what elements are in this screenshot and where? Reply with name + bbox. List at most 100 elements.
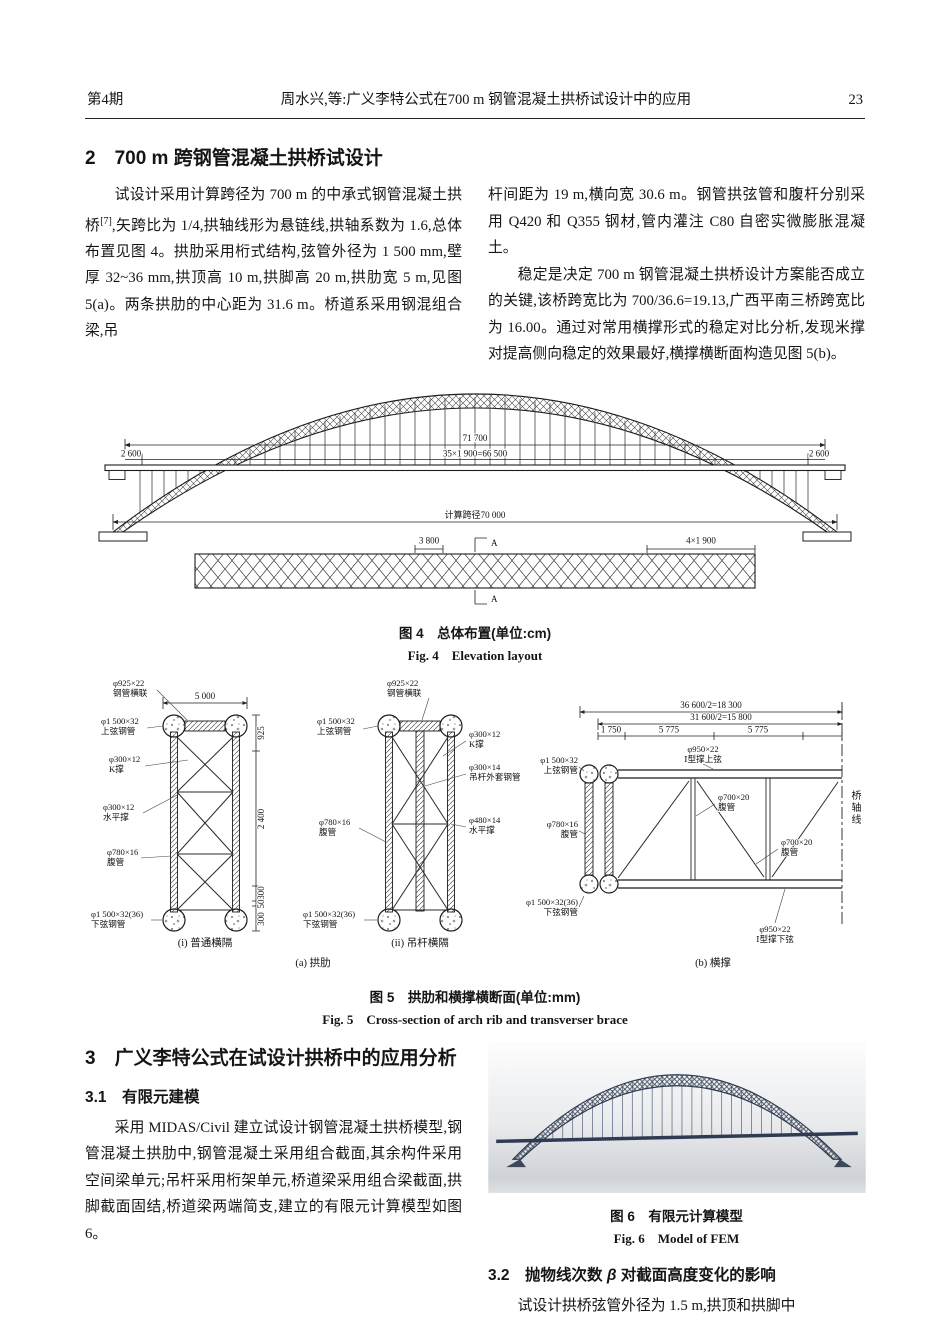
section-3-1-paragraph: 采用 MIDAS/Civil 建立试设计钢管混凝土拱桥模型,钢管混凝土拱肋中,钢… [85,1119,462,1242]
dim-deck-panels: 4×1 900 [686,535,716,545]
dim-2400: 2 400 [256,808,266,829]
figure-5-caption-zh: 图 5 拱肋和横撑横断面(单位:mm) [369,989,581,1005]
part-label: φ925×22 [387,678,418,688]
part-label: 腹管 [718,801,736,812]
subfig-ii-hanger-diaphragm: φ925×22 钢管横联 φ1 500×32 上弦钢管 φ780×16 腹管 φ… [295,677,522,969]
part-label: 腹管 [319,826,337,837]
figure-4-caption-zh: 图 4 总体布置(单位:cm) [398,625,552,641]
part-label: φ780×16 [547,819,579,829]
part-label: φ1 500×32(36) [526,897,578,907]
bridge-axis-label: 桥轴线 [849,789,860,826]
part-label: φ1 500×32 [540,755,578,765]
paragraph-1: 试设计采用计算跨径为 700 m 的中承式钢管混凝土拱桥[7],矢跨比为 1/4… [85,182,462,345]
part-label: 水平撑 [469,824,495,835]
part-label: 下弦钢管 [303,918,338,929]
left-column: 试设计采用计算跨径为 700 m 的中承式钢管混凝土拱桥[7],矢跨比为 1/4… [85,182,462,368]
dim-panel-spacing: 35×1 900=66 500 [443,448,508,458]
subfigure-label-b: (b) 横撑 [695,956,731,969]
paragraph-3: 稳定是决定 700 m 钢管混凝土拱桥设计方案能否成立的关键,该桥跨宽比为 70… [488,266,865,363]
reference-marker: [7] [100,215,112,227]
subfigure-label-ii: (ii) 吊杆横隔 [391,936,448,949]
subfigure-label-i: (i) 普通横隔 [178,936,233,949]
part-label: 腹管 [107,856,125,867]
dim-300b: 300 [256,911,266,925]
figure6-fem-model [488,1041,866,1193]
bridge-deck [98,463,852,541]
section-3-columns: 3 广义李特公式在试设计拱桥中的应用分析 3.1 有限元建模 采用 MIDAS/… [85,1041,866,1320]
part-label: 腹管 [781,846,799,857]
part-label: φ925×22 [113,678,144,688]
right-column-bottom: 图 6 有限元计算模型 Fig. 6 Model of FEM 3.2 抛物线次… [488,1041,866,1320]
figure-6-caption-zh: 图 6 有限元计算模型 [610,1208,743,1224]
dimension-lines: 71 700 35×1 900=66 500 2 600 2 600 计算跨径7… [112,431,838,530]
right-column: 杆间距为 19 m,横向宽 30.6 m。钢管拱弦管和腹杆分别采用 Q420 和… [488,182,865,368]
deck-plan-view: 3 800 4×1 900 A A [194,534,756,605]
subfig-b-transverse-brace: 36 600/2=18 300 31 600/2=15 800 1 750 5 … [525,698,843,969]
part-label: Ⅰ型撑下弦 [756,933,794,944]
dim-design-span: 计算跨径70 000 [445,509,506,520]
section-mark-a-bottom: A [491,594,498,604]
beta-symbol: β [606,1266,617,1284]
part-label: φ300×12 [103,802,134,812]
part-label: φ780×16 [319,817,351,827]
part-label: φ1 500×32(36) [91,909,143,919]
section-3-2-heading: 3.2 抛物线次数 β 对截面高度变化的影响 [488,1263,865,1285]
subfig-i-ordinary-diaphragm: 5 000 925 2 400 300 50 300 φ925×22 钢管横联 … [90,677,267,949]
part-label: φ950×22 [759,924,790,934]
issue-number: 第4期 [87,92,124,108]
part-label: 下弦钢管 [91,918,126,929]
part-label: K撑 [109,763,124,774]
part-label: 上弦钢管 [101,725,136,736]
dim-b-5775b: 5 775 [748,724,769,734]
dim-end-right: 2 600 [809,448,830,458]
part-label: K撑 [469,738,484,749]
part-label: φ700×20 [718,792,749,802]
dim-50: 50 [256,899,266,909]
part-label: φ300×12 [109,754,140,764]
dim-rib-width: 5 000 [195,691,216,701]
figure5-cross-sections: 5 000 925 2 400 300 50 300 φ925×22 钢管横联 … [90,677,843,969]
model-background [488,1041,866,1193]
part-label: 上弦钢管 [317,725,352,736]
section-3-2-paragraph: 试设计拱桥弦管外径为 1.5 m,拱顶和拱脚中 [517,1297,796,1314]
dim-300a: 300 [256,885,266,899]
dim-end-left: 2 600 [121,448,142,458]
part-label: 钢管横联 [387,687,422,698]
section-2-columns: 试设计采用计算跨径为 700 m 的中承式钢管混凝土拱桥[7],矢跨比为 1/4… [85,182,865,368]
heading-text: 3.2 抛物线次数 [488,1266,607,1284]
heading-text-cont: 对截面高度变化的影响 [616,1266,776,1284]
model-arch [511,1073,843,1160]
part-label: 水平撑 [103,811,129,822]
model-deck [496,1131,858,1143]
running-title: 周水兴,等:广义李特公式在700 m 钢管混凝土拱桥试设计中的应用 [280,92,692,108]
part-label: φ480×14 [469,815,501,825]
figure-6-caption-en: Fig. 6 Model of FEM [613,1230,740,1246]
dim-b-total: 36 600/2=18 300 [680,700,742,710]
part-label: 下弦钢管 [544,906,579,917]
part-label: φ1 500×32 [317,716,355,726]
part-label: φ950×22 [687,744,718,754]
subfigure-label-a: (a) 拱肋 [295,956,330,969]
section-3-1-heading: 3.1 有限元建模 [85,1088,200,1106]
figure-5: 5 000 925 2 400 300 50 300 φ925×22 钢管横联 … [85,674,865,979]
dim-b-5775a: 5 775 [659,724,680,734]
section-3-heading: 3 广义李特公式在试设计拱桥中的应用分析 [85,1047,457,1069]
dim-deck-width: 3 800 [419,535,440,545]
figure-6 [488,1041,866,1198]
paragraph-1-text-cont: ,矢跨比为 1/4,拱轴线形为悬链线,拱轴系数为 1.6,总体布置见图 4。拱肋… [85,217,462,340]
left-column-bottom: 3 广义李特公式在试设计拱桥中的应用分析 3.1 有限元建模 采用 MIDAS/… [85,1042,462,1320]
part-label: φ780×16 [107,847,139,857]
part-label: Ⅰ型撑上弦 [684,753,722,764]
paragraph-2: 杆间距为 19 m,横向宽 30.6 m。钢管拱弦管和腹杆分别采用 Q420 和… [488,187,865,256]
part-label: 腹管 [561,828,579,839]
part-label: 吊杆外套钢管 [469,771,521,782]
page-header: 第4期 周水兴,等:广义李特公式在700 m 钢管混凝土拱桥试设计中的应用 23 [85,88,865,119]
figure-4-caption-en: Fig. 4 Elevation layout [407,647,543,663]
dim-total-length: 71 700 [463,433,488,443]
dim-b-inner: 31 600/2=15 800 [690,712,752,722]
paragraph-1-text: 试设计采用计算跨径为 700 m 的中承式钢管混凝土拱桥 [85,187,462,234]
figure-5-caption-en: Fig. 5 Cross-section of arch rib and tra… [322,1011,628,1027]
part-label: φ700×20 [781,837,812,847]
part-label: 上弦钢管 [544,764,579,775]
